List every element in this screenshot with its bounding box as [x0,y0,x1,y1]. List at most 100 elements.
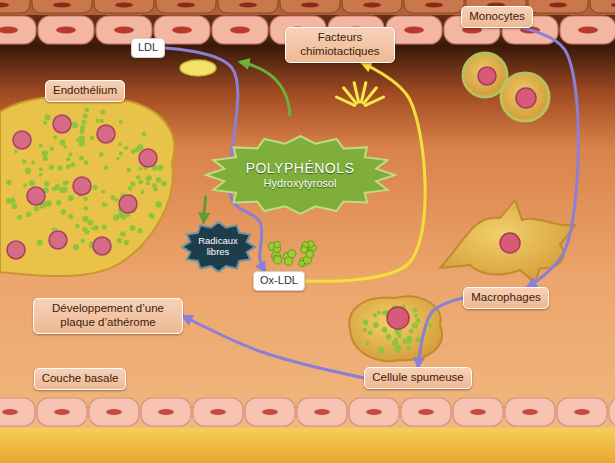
oxidized-ldl-particle [274,241,281,248]
lipid-dot [136,175,140,179]
oxidized-ldl-particle [288,250,296,258]
lipid-dot [26,212,31,217]
monocyte-cell [501,73,549,121]
lipid-dot [124,240,129,245]
lipid-dot [101,190,105,194]
basal-cell [297,398,347,426]
lipid-dot [56,200,61,205]
lipid-dot [92,226,96,230]
foam-cell [396,345,401,350]
lipid-dot [82,227,87,232]
basal-cell [37,398,87,426]
lipid-dot [130,181,135,186]
endothelial-cell [56,27,76,34]
lipid-dot [93,185,98,190]
oxidized-ldl-particle [268,241,316,267]
basal-cell [505,398,555,426]
basal-cell [418,409,434,415]
lipid-dot [31,161,35,165]
foam-cell [382,327,387,332]
lipid-dot [82,216,88,222]
basal-cell [141,398,191,426]
lipid-dot [146,175,152,181]
endothelial-cell [212,16,268,44]
lipid-dot [80,238,85,243]
lipid-dot [43,156,48,161]
outer-cell [611,3,615,8]
lipid-dot [68,195,74,201]
ldl-entry-arrow [240,62,290,116]
outer-cell [363,3,381,8]
star-outline [182,222,255,272]
lipid-dot [130,225,136,231]
lipid-dot [79,156,84,161]
layer-label-box: Endothélium [45,80,125,102]
oxidized-ldl-particle [301,246,308,253]
lipid-dot [124,146,128,150]
radical-star: Radicaux libres [182,222,255,272]
basal-cell [574,409,590,415]
foam-cell [402,338,407,343]
endothelial-cell [578,27,598,34]
lipid-dot [61,209,67,215]
outer-cell [32,0,92,13]
lipid-dot [84,107,89,112]
lipid-dot [29,180,35,186]
node-label: Endothélium [53,84,117,98]
cell-nucleus [119,195,137,213]
outer-cell [549,3,567,8]
basal-cell [522,409,538,415]
lipid-dot [70,162,75,167]
outer-cell [528,0,588,13]
lipid-dot [60,140,66,146]
macrophage-cell [500,233,520,253]
node-sublabel: Hydroxytyrosol [246,177,355,190]
lipid-dot [80,125,85,130]
lipid-dot [39,144,43,148]
lipid-dot [73,244,79,250]
lipid-dot [81,119,86,124]
foam-cell [373,322,379,328]
chemotactic-burst [354,83,358,102]
lipid-dot [34,206,40,212]
foam-cell [365,341,369,345]
endothelial-cell [560,16,615,44]
lipid-dot [140,190,144,194]
foam-cell [428,323,433,328]
foam-cell [412,308,417,313]
lipid-dot [102,202,107,207]
outer-cell [342,0,402,13]
foam-cell [368,331,373,336]
lipid-dot [23,183,27,187]
endothelial-cell [0,16,36,44]
lipid-dot [83,197,88,202]
node-label: Couche basale [42,372,119,386]
lipid-dot [156,201,162,207]
endothelial-cell [114,27,134,34]
flow-arrow [203,197,205,222]
lipid-dot [44,114,50,120]
basal-cell [2,409,18,415]
basal-ground [0,428,615,463]
lipid-dot [57,165,63,171]
lipid-dot [120,231,126,237]
lipid-dot [17,215,22,220]
lipid-dot [157,165,163,171]
node-label: POLYPHÉNOLS [246,160,355,177]
lipid-dot [50,146,54,150]
lipid-dot [25,168,31,174]
cell-nucleus [27,187,45,205]
node-label: Radicaux libres [196,236,241,258]
lipid-dot [63,145,67,149]
foam-cell [394,338,398,342]
node-label: LDL [138,41,158,54]
process-box: Développement d’une plaque d’athérome [33,298,183,334]
lipid-dot [104,165,109,170]
macrophage-cell [440,200,575,283]
node-label: Monocytes [469,10,525,24]
cell-nucleus [97,125,115,143]
lipid-dot [39,167,43,171]
basal-cell [54,409,70,415]
cell-nucleus [139,149,157,167]
